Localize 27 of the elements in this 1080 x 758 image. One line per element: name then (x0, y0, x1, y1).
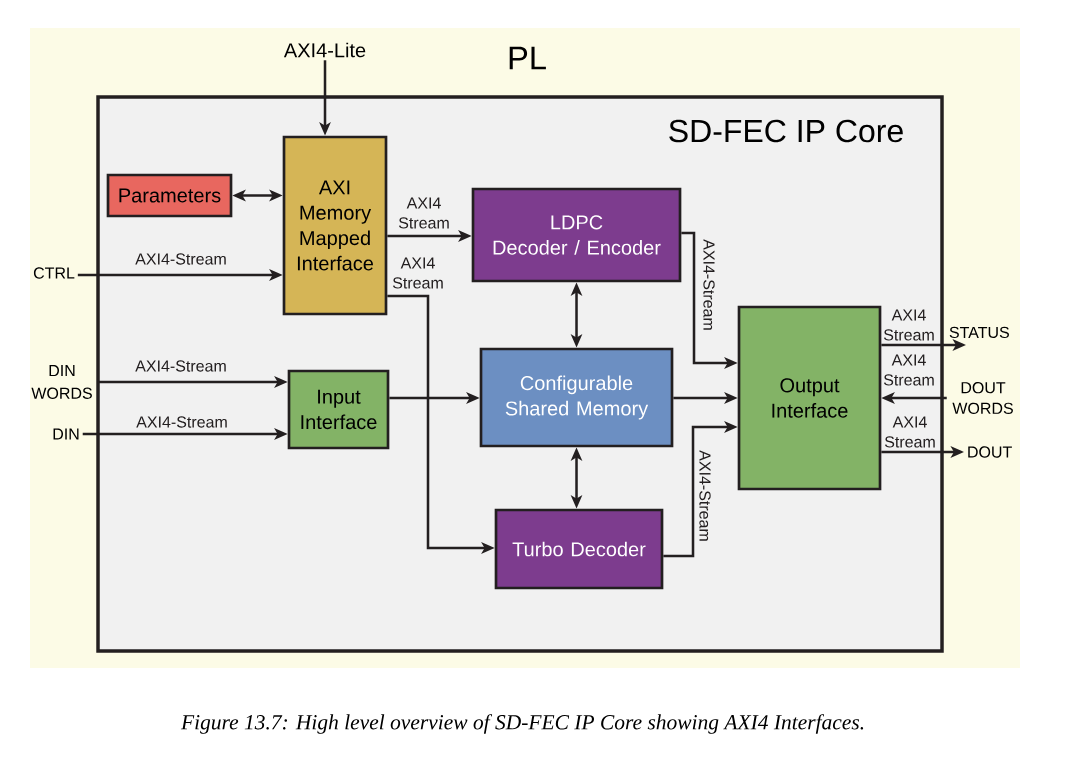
port-label: DIN WORDS (31, 365, 92, 399)
edge-label: AXI4 Stream (883, 354, 934, 386)
port-label: STATUS (949, 326, 1009, 339)
edge-label: AXI4-Stream (135, 253, 226, 265)
port-label: DIN (53, 428, 79, 440)
port-label: DOUT WORDS (952, 382, 1013, 414)
edge-label: AXI4 Stream (392, 257, 443, 289)
port-label: AXI4-Lite (283, 42, 366, 58)
edge-label: AXI4 Stream (883, 309, 934, 341)
decoder-box: Turbo Decoder (494, 508, 664, 590)
parameters-box: Parameters (106, 173, 233, 218)
port-label: CTRL (33, 267, 75, 279)
edge-label: AXI4-Stream (135, 360, 226, 372)
interface-box: Input Interface (287, 369, 390, 450)
interface-box: Output Interface (737, 305, 882, 491)
memory-box: Configurable Shared Memory (479, 347, 674, 448)
edge-label: AXI4 Stream (884, 416, 935, 448)
edge-label: AXI4-Stream (136, 416, 227, 428)
core-title: SD-FEC IP Core (669, 119, 903, 143)
port-label: DOUT (968, 446, 1012, 458)
codec-box: LDPC Decoder / Encoder (471, 187, 682, 283)
edge-label: AXI4 Stream (398, 197, 449, 229)
interface-box: AXI Memory Mapped Interface (282, 135, 388, 316)
edge-label: AXI4-Stream (703, 239, 715, 330)
region-title: PL (509, 46, 546, 70)
caption: Figure 13.7: High level overview of SD-FEC IP Core showing AXI4 Interfaces. (180, 714, 864, 734)
edge-label: AXI4-Stream (699, 450, 711, 541)
